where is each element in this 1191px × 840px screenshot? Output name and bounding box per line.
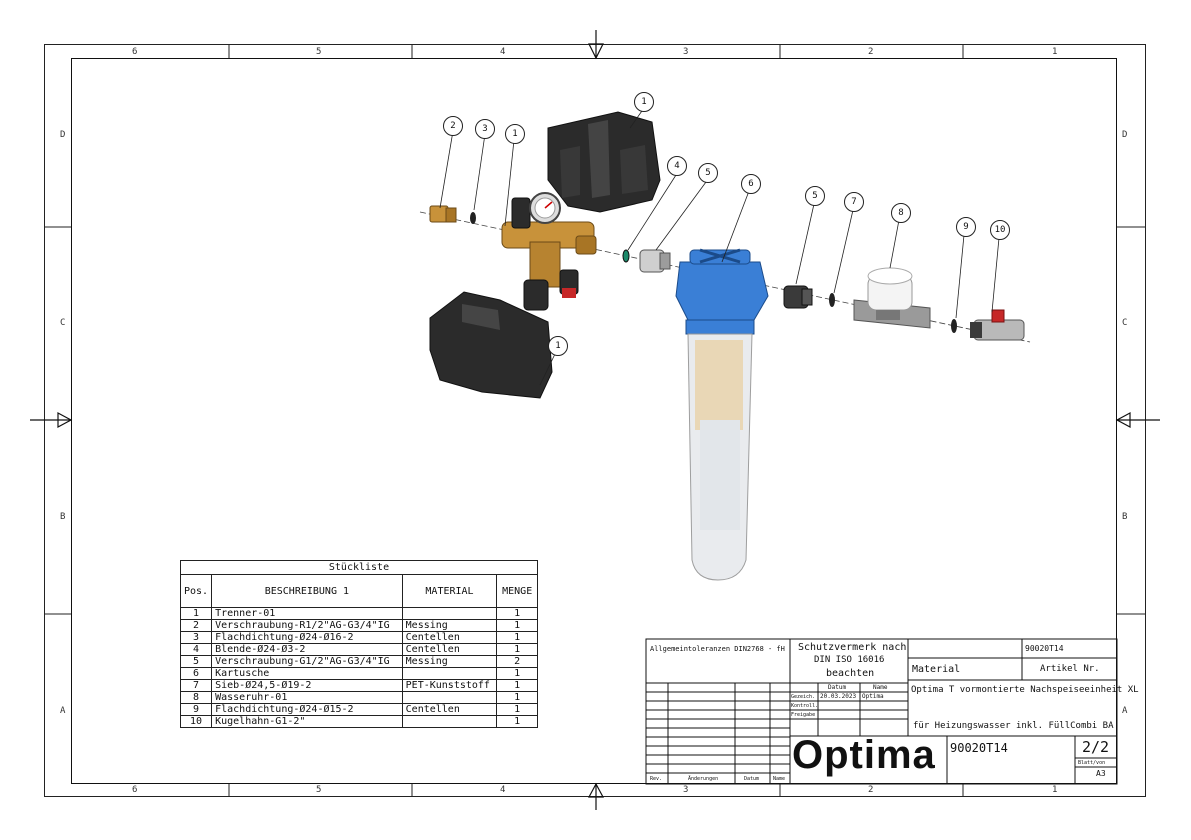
ball-valve-drawing: [970, 309, 1025, 341]
gasket-9-drawing: [951, 319, 957, 333]
cell-quantity: 1: [496, 715, 538, 728]
zone-col-6-bottom: 6: [132, 785, 138, 795]
material-label: Material: [912, 664, 961, 675]
protection-note-line-1: Schutzvermerk nach: [798, 642, 907, 653]
balloon-5-left: 5: [698, 163, 718, 183]
zone-col-2-bottom: 2: [868, 785, 874, 795]
zone-col-6-top: 6: [132, 47, 138, 57]
zone-col-4-bottom: 4: [500, 785, 506, 795]
zone-row-a-right: A: [1122, 706, 1128, 716]
balloon-5-right: 5: [805, 186, 825, 206]
centering-marks: [30, 30, 1160, 810]
changes-label: Änderungen: [688, 776, 719, 782]
orifice-4-drawing: [622, 249, 630, 263]
article-number-top: 90020T14: [1025, 644, 1064, 653]
zone-row-b-left: B: [60, 512, 66, 522]
paper-format: A3: [1096, 769, 1106, 778]
date-header: Datum: [828, 684, 847, 691]
drawing-description-line-1: Optima T vormontierte Nachspeiseeinheit …: [911, 685, 1139, 695]
article-number-label: Artikel Nr.: [1040, 664, 1100, 674]
zone-row-b-right: B: [1122, 512, 1128, 522]
zone-col-3-bottom: 3: [683, 785, 689, 795]
sheet-number: 2/2: [1082, 738, 1110, 756]
zone-row-d-right: D: [1122, 130, 1128, 140]
drawn-name: Optima: [862, 693, 884, 700]
parts-list-table: Stückliste Pos. BESCHREIBUNG 1 MATERIAL …: [179, 560, 538, 728]
zone-col-3-top: 3: [683, 47, 689, 57]
drawn-date: 20.03.2023: [820, 693, 857, 700]
parts-list-title: Stückliste: [180, 560, 538, 574]
drawn-row-label: Gezeich.: [791, 694, 816, 700]
fitting-2-drawing: [429, 205, 457, 223]
balloon-1-top-shell: 1: [634, 92, 654, 112]
zone-row-c-right: C: [1122, 318, 1128, 328]
gasket-3-drawing: [470, 212, 476, 224]
optima-logo: Optima: [792, 733, 936, 777]
approved-row-label: Freigabe: [791, 712, 816, 718]
cell-pos: 8: [179, 691, 213, 704]
header-quantity: MENGE: [496, 574, 538, 608]
sieve-7-drawing: [829, 293, 835, 307]
zone-col-1-bottom: 1: [1052, 785, 1058, 795]
sheet-label: Blatt/von: [1078, 760, 1106, 766]
zone-col-2-top: 2: [868, 47, 874, 57]
cell-material: [401, 715, 498, 728]
balloon-9: 9: [956, 217, 976, 237]
protection-note-line-2: DIN ISO 16016: [814, 655, 885, 665]
balloon-1-separator: 1: [505, 124, 525, 144]
change-date-label: Datum: [744, 776, 760, 782]
change-name-label: Name: [773, 776, 786, 782]
drawing-description-line-2: für Heizungswasser inkl. FüllCombi BA: [913, 721, 1114, 731]
fitting-5-left-drawing: [639, 249, 671, 273]
general-tolerances: Allgemeintoleranzen DIN2768 - fH: [650, 645, 785, 653]
balloon-1-bottom-shell: 1: [548, 336, 568, 356]
cell-pos: 10: [179, 715, 213, 728]
drawing-inner-frame: [71, 58, 1117, 784]
header-material: MATERIAL: [401, 574, 498, 608]
header-pos: Pos.: [179, 574, 213, 608]
balloon-2: 2: [443, 116, 463, 136]
balloon-3: 3: [475, 119, 495, 139]
zone-row-c-left: C: [60, 318, 66, 328]
zone-row-d-left: D: [60, 130, 66, 140]
name-header: Name: [873, 684, 888, 691]
trenner-shell-bottom-drawing: [429, 291, 553, 399]
zone-col-4-top: 4: [500, 47, 506, 57]
balloon-8: 8: [891, 203, 911, 223]
zone-col-5-bottom: 5: [316, 785, 322, 795]
water-meter-drawing: [853, 267, 931, 329]
checked-row-label: Kontroll.: [791, 703, 819, 709]
balloon-4: 4: [667, 156, 687, 176]
balloon-10: 10: [990, 220, 1010, 240]
zone-col-1-top: 1: [1052, 47, 1058, 57]
trenner-shell-top-drawing: [547, 111, 661, 213]
revision-label: Rev.: [650, 776, 663, 782]
system-separator-drawing: [501, 192, 597, 311]
filter-cartridge-drawing: [675, 248, 769, 581]
fitting-5-right-drawing: [783, 285, 813, 309]
cell-description: Kugelhahn-G1-2": [211, 715, 403, 728]
drawing-number: 90020T14: [950, 741, 1008, 755]
balloon-6: 6: [741, 174, 761, 194]
protection-note-line-3: beachten: [826, 668, 875, 679]
balloon-7: 7: [844, 192, 864, 212]
zone-col-5-top: 5: [316, 47, 322, 57]
zone-row-a-left: A: [60, 706, 66, 716]
